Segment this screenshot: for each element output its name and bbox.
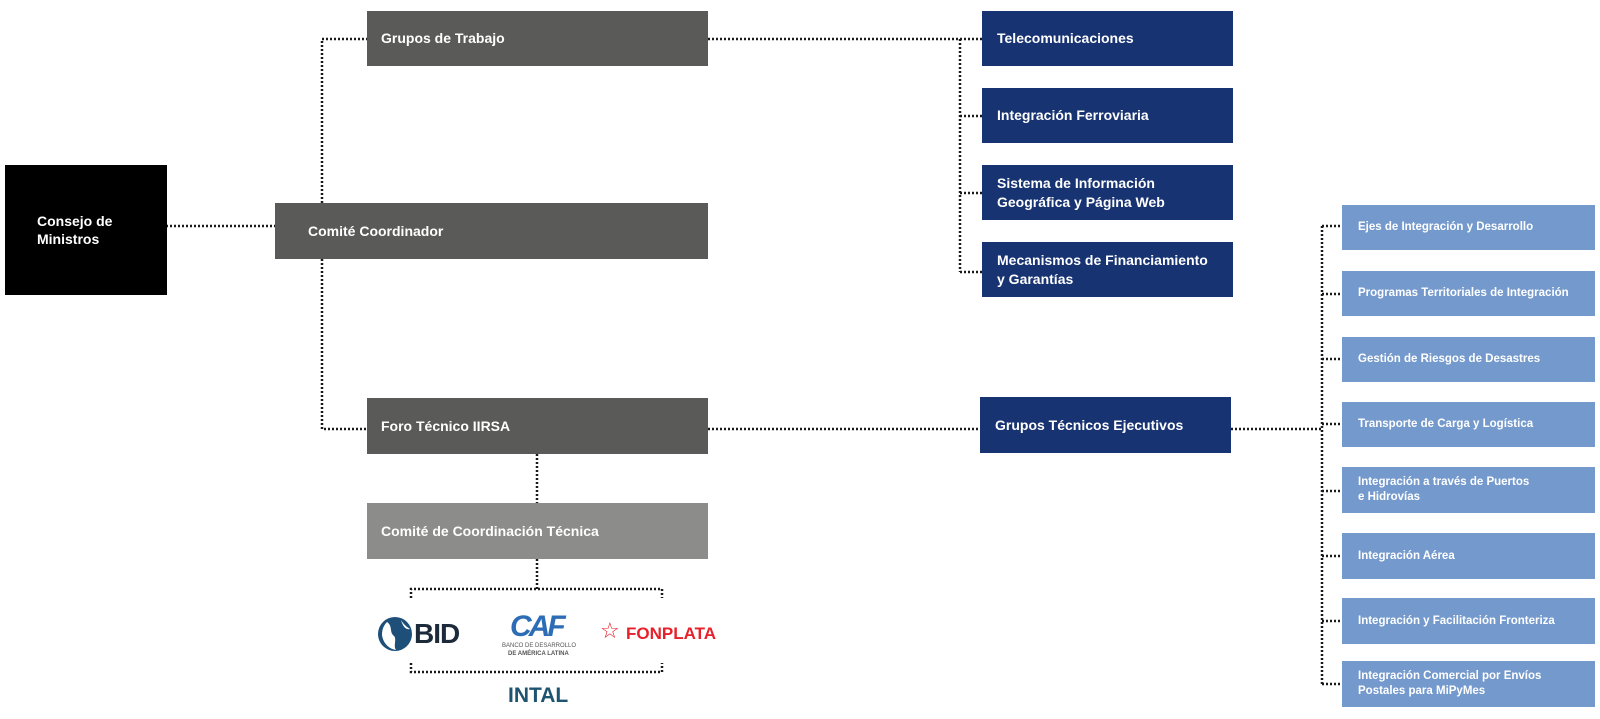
working-group-mecanismos-financiamiento: Mecanismos de Financiamiento y Garantías bbox=[982, 242, 1233, 297]
connector-comite-grupos-trabajo bbox=[320, 37, 367, 203]
technical-group-ejes-integracion: Ejes de Integración y Desarrollo bbox=[1342, 205, 1595, 250]
working-group-label: Telecomunicaciones bbox=[997, 30, 1134, 47]
node-grupos-tecnicos-ejecutivos: Grupos Técnicos Ejecutivos bbox=[980, 397, 1231, 453]
node-comite-coordinacion-tecnica-label: Comité de Coordinación Técnica bbox=[381, 522, 599, 539]
technical-group-label: Integración Comercial por Envíos Postale… bbox=[1358, 670, 1542, 697]
technical-group-label: Transporte de Carga y Logística bbox=[1358, 418, 1534, 431]
node-grupos-de-trabajo: Grupos de Trabajo bbox=[367, 11, 708, 66]
working-group-sistema-informacion: Sistema de Información Geográfica y Pági… bbox=[982, 165, 1233, 220]
caf-logo-text: CAF bbox=[510, 610, 566, 643]
caf-logo-subtitle-1: BANCO DE DESARROLLO bbox=[502, 643, 577, 649]
node-foro-tecnico-label: Foro Técnico IIRSA bbox=[381, 417, 511, 434]
caf-logo-subtitle-2: DE AMÉRICA LATINA bbox=[508, 651, 569, 657]
star-icon: ☆ bbox=[600, 619, 620, 644]
technical-group-gestion-riesgos: Gestión de Riesgos de Desastres bbox=[1342, 337, 1595, 382]
node-grupos-de-trabajo-label: Grupos de Trabajo bbox=[381, 30, 505, 47]
intal-logo: INTAL bbox=[505, 684, 585, 712]
technical-group-envios-postales: Integración Comercial por Envíos Postale… bbox=[1342, 661, 1595, 707]
technical-group-label: Integración y Facilitación Fronteriza bbox=[1358, 614, 1555, 627]
fonplata-logo-text: FONPLATA bbox=[626, 624, 717, 643]
working-group-integracion-ferroviaria: Integración Ferroviaria bbox=[982, 88, 1233, 143]
working-group-label: Integración Ferroviaria bbox=[997, 107, 1149, 124]
connector-logo-bracket-top bbox=[409, 587, 664, 598]
technical-group-label: Integración Aérea bbox=[1358, 549, 1455, 562]
technical-group-puertos-hidrovias: Integración a través de Puertos e Hidrov… bbox=[1342, 467, 1595, 513]
technical-group-facilitacion-fronteriza: Integración y Facilitación Fronteriza bbox=[1342, 598, 1595, 644]
working-group-label: Sistema de Información Geográfica y Pági… bbox=[997, 175, 1165, 210]
node-foro-tecnico: Foro Técnico IIRSA bbox=[367, 398, 708, 454]
bid-logo-text: BID bbox=[414, 618, 460, 649]
technical-group-label: Gestión de Riesgos de Desastres bbox=[1358, 353, 1541, 366]
globe-icon bbox=[378, 617, 412, 651]
node-consejo-de-ministros: Consejo de Ministros bbox=[5, 165, 167, 295]
fonplata-logo: ☆ FONPLATA bbox=[600, 619, 720, 650]
technical-group-label: Integración a través de Puertos e Hidrov… bbox=[1358, 476, 1530, 503]
technical-group-label: Ejes de Integración y Desarrollo bbox=[1358, 221, 1534, 234]
intal-logo-text: INTAL bbox=[508, 684, 569, 707]
connector-logo-bracket-bottom bbox=[409, 663, 664, 674]
working-group-telecomunicaciones: Telecomunicaciones bbox=[982, 11, 1233, 66]
bid-logo: BID bbox=[377, 614, 469, 654]
node-comite-coordinador-label: Comité Coordinador bbox=[308, 222, 444, 239]
technical-group-label: Programas Territoriales de Integración bbox=[1358, 287, 1569, 300]
node-comite-coordinacion-tecnica: Comité de Coordinación Técnica bbox=[367, 503, 708, 559]
caf-logo: CAF BANCO DE DESARROLLO DE AMÉRICA LATIN… bbox=[500, 610, 580, 660]
technical-group-transporte-carga: Transporte de Carga y Logística bbox=[1342, 402, 1595, 447]
node-comite-coordinador: Comité Coordinador bbox=[275, 203, 708, 259]
connector-comite-foro bbox=[320, 259, 367, 431]
node-grupos-tecnicos-label: Grupos Técnicos Ejecutivos bbox=[995, 416, 1184, 433]
technical-group-integracion-aerea: Integración Aérea bbox=[1342, 533, 1595, 579]
working-group-label: Mecanismos de Financiamiento y Garantías bbox=[997, 252, 1208, 287]
node-consejo-label: Consejo de Ministros bbox=[37, 212, 113, 247]
technical-group-programas-territoriales: Programas Territoriales de Integración bbox=[1342, 271, 1595, 316]
